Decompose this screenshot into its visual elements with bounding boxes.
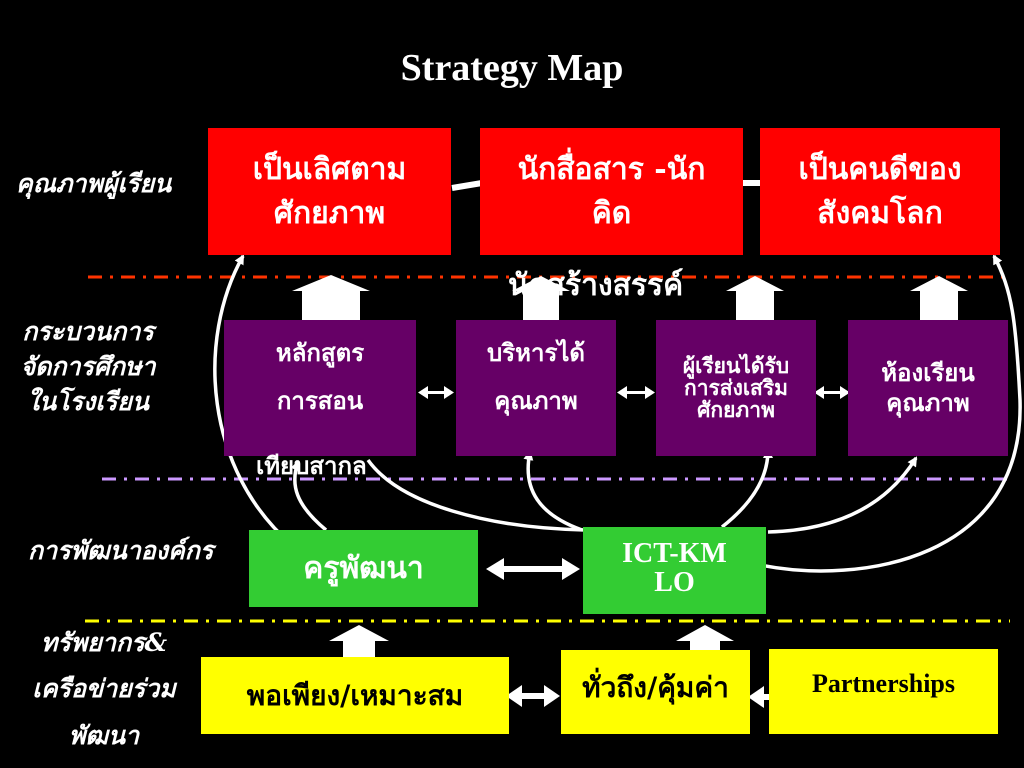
- resource-partnerships-box: Partnerships: [769, 649, 998, 734]
- curve-ict-to-classroom: [767, 456, 918, 534]
- page-title: Strategy Map: [400, 47, 624, 89]
- curve-teacher-to-curriculum: [290, 460, 328, 532]
- org-ict-km-box: ICT-KM LO: [583, 527, 766, 614]
- outcome-potential-box: เป็นเลิศตาม ศักยภาพ: [208, 128, 451, 255]
- curve-ict-to-curriculum: [366, 458, 586, 532]
- curve-ict-to-learner: [720, 448, 773, 529]
- process-learner-support-box: ผู้เรียนได้รับ การส่งเสริม ศักยภาพ: [656, 320, 816, 456]
- double-arrow-curriculum-management: [418, 386, 454, 399]
- row-label-resources: ทรัพยากร& เครือข่ายร่วม พัฒนา: [32, 628, 176, 750]
- block-arrow-learner-up: [726, 276, 784, 322]
- double-arrow-management-learner: [617, 386, 655, 399]
- resource-sufficiency-box: พอเพียง/เหมาะสม: [201, 657, 509, 734]
- process-classroom-box: ห้องเรียน คุณภาพ: [848, 320, 1008, 456]
- curve-teacher-to-potential: [213, 254, 294, 547]
- block-arrow-classroom-up: [910, 276, 968, 322]
- process-curriculum-box: หลักสูตร การสอน: [224, 320, 416, 456]
- outcome-communicator-box: นักสื่อสาร -นัก คิด: [480, 128, 743, 255]
- resource-coverage-box: ทั่วถึง/คุ้มค่า: [561, 650, 750, 734]
- process-curriculum-overflow-text: เทียบสากล: [256, 451, 367, 480]
- double-arrow-teacher-ict: [486, 558, 580, 580]
- outcome-communicator-overflow-text: นักสร้างสรรค์: [508, 268, 684, 303]
- outcome-good-citizen-box: เป็นคนดีของ สังคมโลก: [760, 128, 1000, 255]
- block-arrow-sufficiency-up: [329, 625, 389, 665]
- block-arrow-curriculum-up: [292, 275, 370, 322]
- curve-ict-to-citizen: [759, 254, 1022, 573]
- row-label-org-development: การพัฒนาองค์กร: [28, 536, 214, 565]
- row-label-education-process: กระบวนการ จัดการศึกษา ในโรงเรียน: [20, 317, 156, 416]
- row-label-student-quality: คุณภาพผู้เรียน: [16, 169, 172, 198]
- org-teacher-development-box: ครูพัฒนา: [249, 530, 478, 607]
- double-arrow-sufficiency-coverage: [506, 685, 560, 707]
- double-arrow-learner-classroom: [814, 386, 850, 399]
- process-management-box: บริหารได้ คุณภาพ: [456, 320, 616, 456]
- curve-ict-to-management: [523, 450, 583, 532]
- block-arrow-management-up: [512, 276, 570, 322]
